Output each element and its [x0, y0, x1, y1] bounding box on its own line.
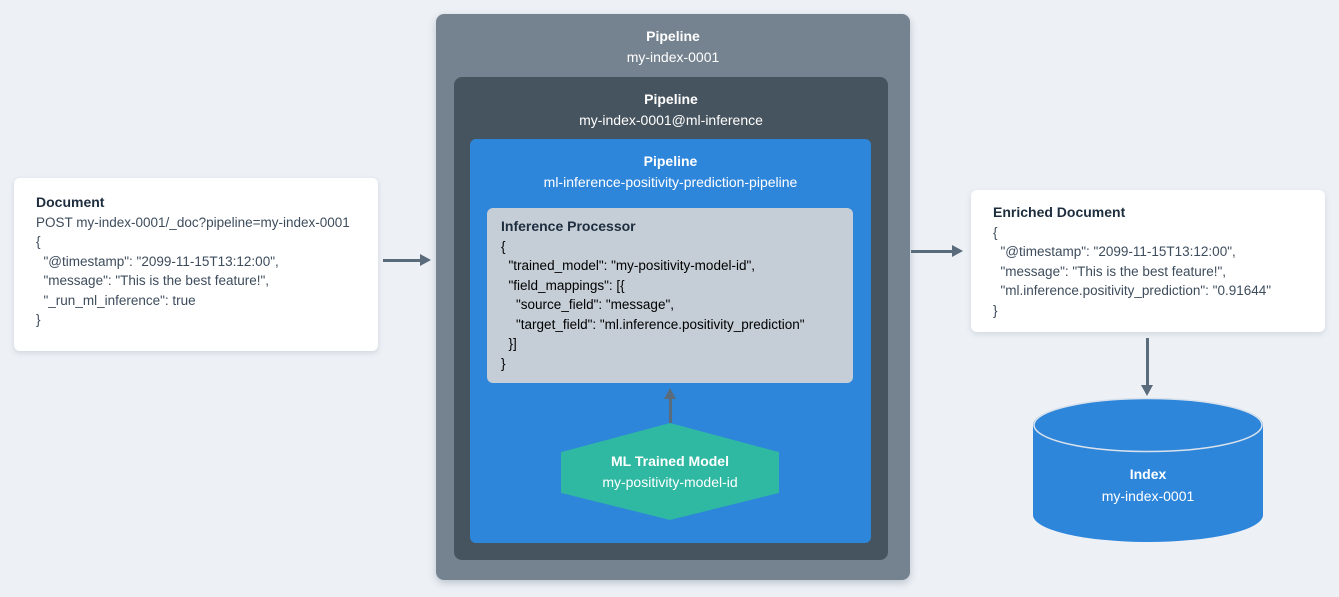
pipeline-mid-header: Pipeline my-index-0001@ml-inference — [454, 77, 888, 131]
document-box: Document POST my-index-0001/_doc?pipelin… — [14, 178, 378, 351]
document-code: POST my-index-0001/_doc?pipeline=my-inde… — [36, 213, 356, 330]
code-line: { — [36, 234, 41, 249]
index-label-group: Index my-index-0001 — [1033, 396, 1263, 546]
ml-model-name: my-positivity-model-id — [602, 473, 738, 490]
pipeline-outer-name: my-index-0001 — [626, 49, 720, 65]
arrow-document-to-pipeline — [383, 254, 431, 266]
pipeline-inner-label: Pipeline — [643, 153, 698, 169]
ml-trained-model-hexagon: ML Trained Model my-positivity-model-id — [561, 423, 779, 520]
code-line: "_run_ml_inference": true — [36, 292, 196, 308]
ml-model-label: ML Trained Model — [611, 452, 729, 469]
pipeline-outer-label: Pipeline — [646, 28, 700, 44]
code-line: "target_field": "ml.inference.positivity… — [501, 316, 805, 332]
inference-processor-box: Inference Processor { "trained_model": "… — [487, 208, 853, 383]
index-name: my-index-0001 — [1101, 488, 1195, 504]
code-line: } — [36, 312, 41, 327]
pipeline-outer-box: Pipeline my-index-0001 Pipeline my-index… — [436, 14, 910, 580]
code-line: }] — [501, 336, 517, 351]
code-line: "field_mappings": [{ — [501, 277, 625, 293]
code-line: "trained_model": "my-positivity-model-id… — [501, 258, 756, 273]
code-line: } — [501, 355, 506, 371]
code-line: "source_field": "message", — [501, 297, 674, 312]
pipeline-inner-box: Pipeline ml-inference-positivity-predict… — [470, 139, 871, 543]
index-label: Index — [1129, 466, 1167, 482]
enriched-document-code: { "@timestamp": "2099-11-15T13:12:00", "… — [993, 223, 1303, 321]
code-line: "ml.inference.positivity_prediction": "0… — [993, 283, 1272, 298]
code-line: POST my-index-0001/_doc?pipeline=my-inde… — [36, 214, 350, 230]
code-line: { — [993, 224, 998, 240]
pipeline-mid-label: Pipeline — [644, 91, 698, 107]
pipeline-inner-header: Pipeline ml-inference-positivity-predict… — [470, 139, 871, 193]
code-line: "message": "This is the best feature!", — [993, 263, 1227, 279]
inference-processor-code: { "trained_model": "my-positivity-model-… — [501, 237, 839, 374]
code-line: } — [993, 302, 998, 318]
document-title: Document — [36, 194, 105, 210]
code-line: { — [501, 238, 506, 254]
pipeline-mid-name: my-index-0001@ml-inference — [579, 112, 763, 128]
pipeline-mid-box: Pipeline my-index-0001@ml-inference Pipe… — [454, 77, 888, 560]
code-line: "message": "This is the best feature!", — [36, 273, 270, 288]
code-line: "@timestamp": "2099-11-15T13:12:00", — [36, 253, 279, 269]
enriched-document-box: Enriched Document { "@timestamp": "2099-… — [971, 190, 1325, 332]
pipeline-outer-header: Pipeline my-index-0001 — [436, 14, 910, 68]
enriched-document-title: Enriched Document — [993, 204, 1126, 220]
cylinder-shape — [1033, 397, 1263, 542]
arrow-enriched-document-to-index — [1141, 338, 1153, 396]
inference-processor-title: Inference Processor — [501, 218, 636, 234]
index-cylinder — [1033, 396, 1263, 546]
pipeline-inner-name: ml-inference-positivity-prediction-pipel… — [543, 174, 798, 190]
code-line: "@timestamp": "2099-11-15T13:12:00", — [993, 244, 1236, 259]
arrow-model-to-processor — [664, 388, 676, 423]
arrow-pipeline-to-enriched-document — [911, 245, 963, 257]
